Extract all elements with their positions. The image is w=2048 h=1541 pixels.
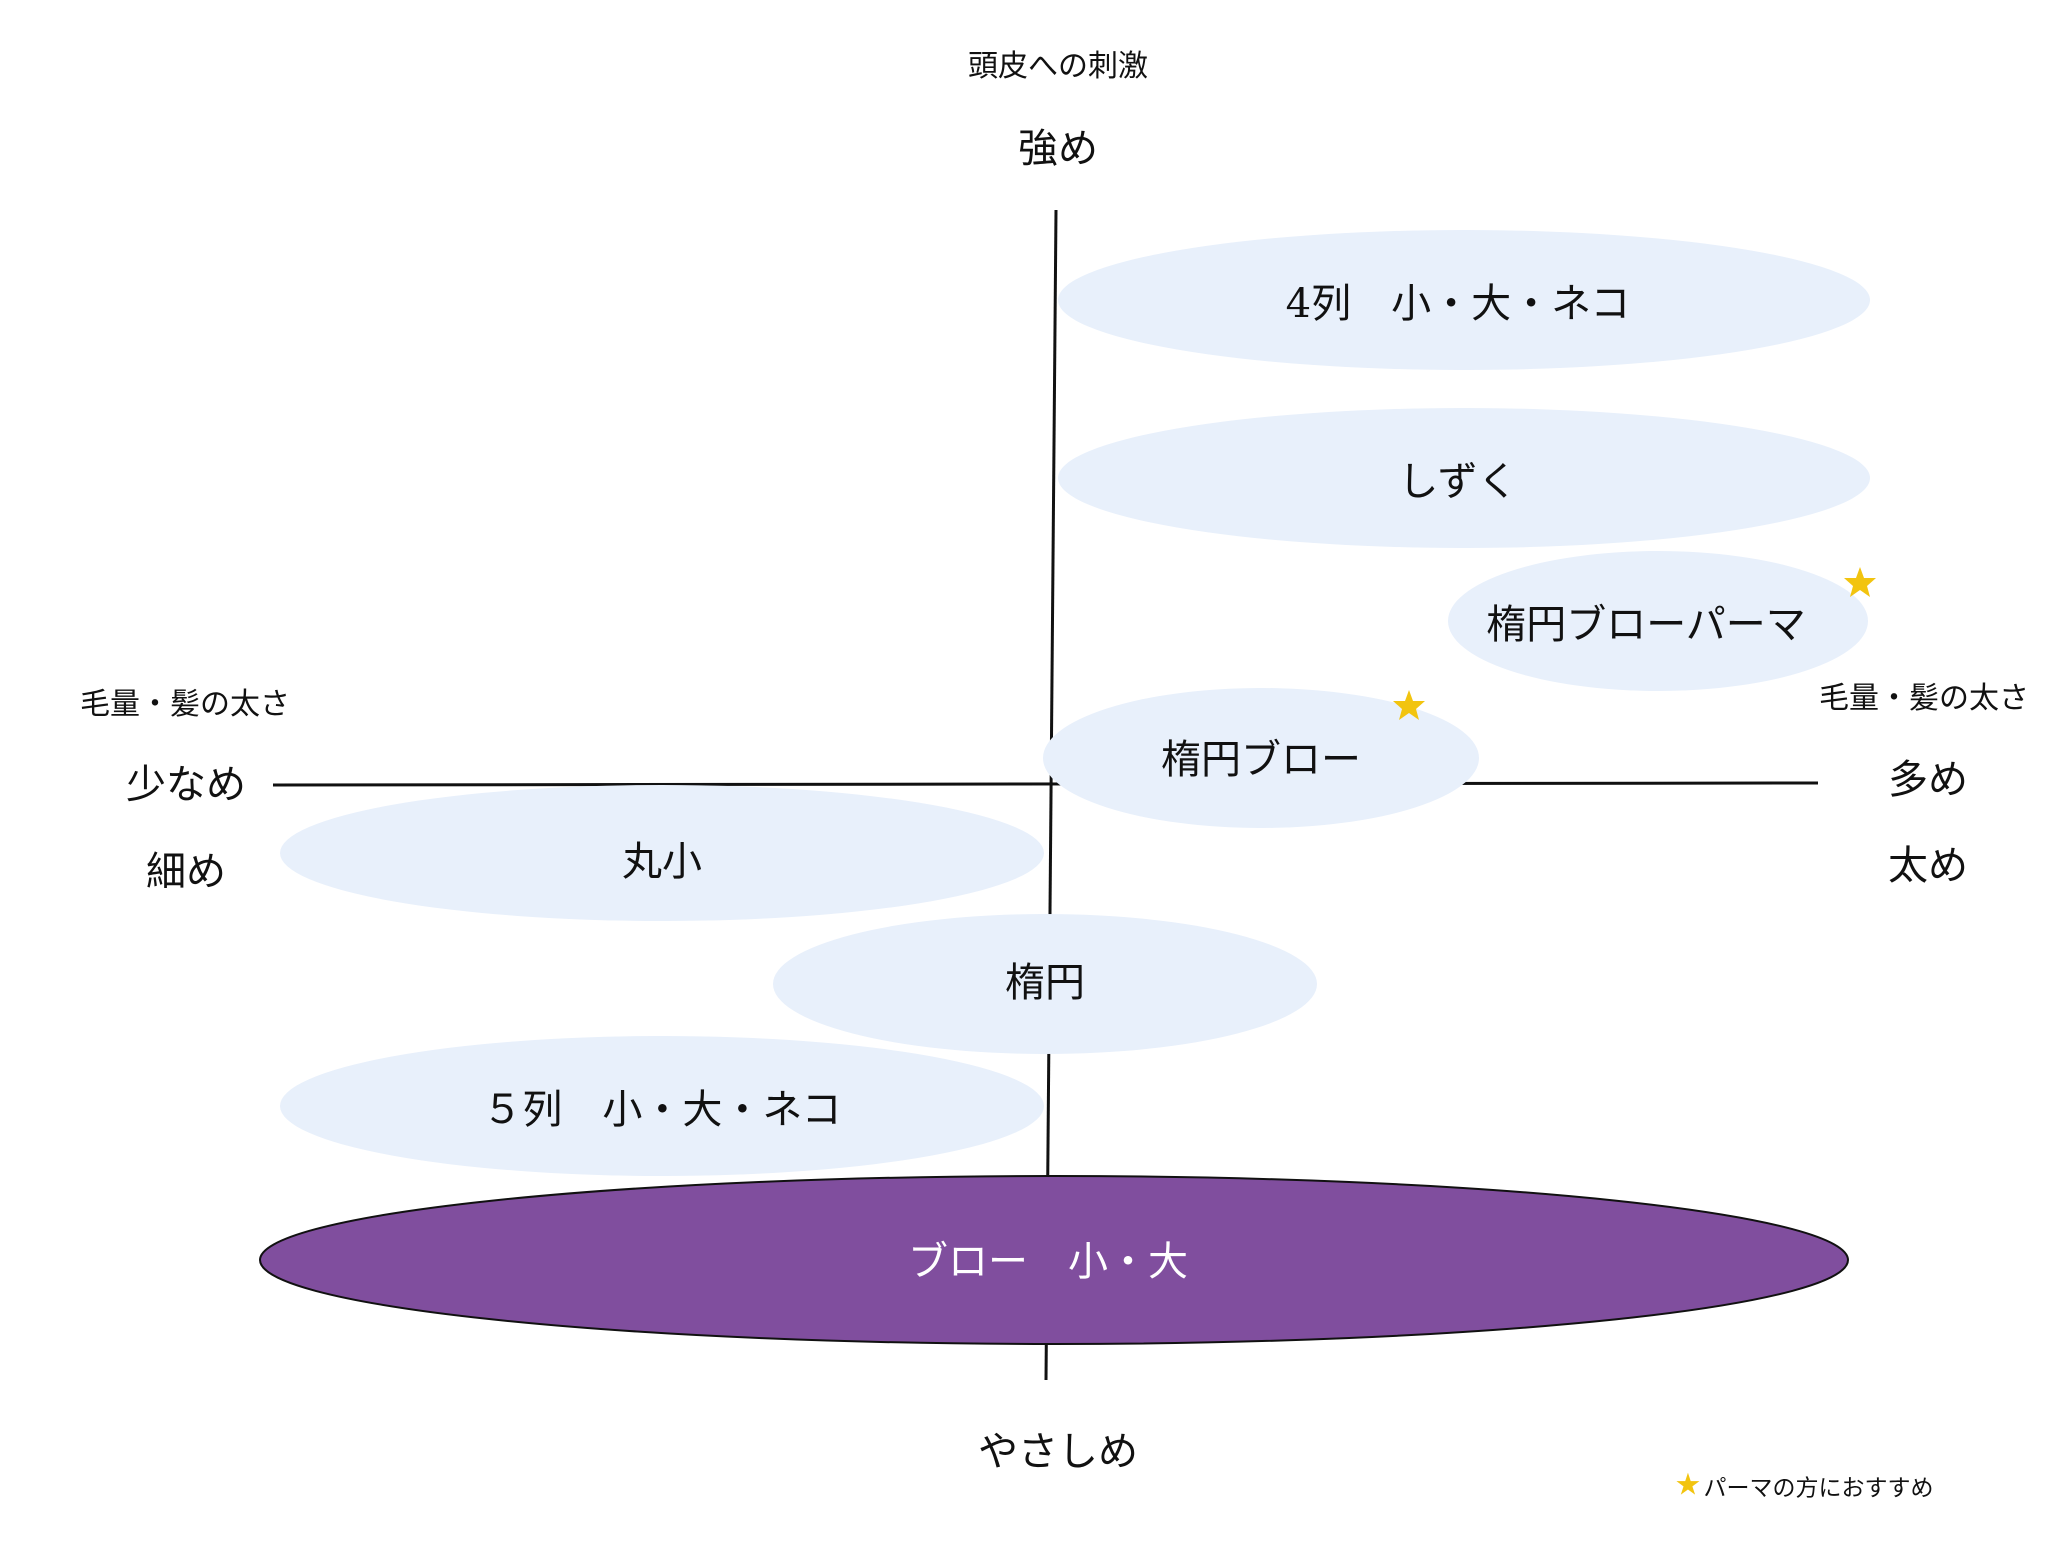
vertical-axis-bottom-label: やさしめ (978, 1429, 1138, 1475)
item-ellipse-4列 (1058, 230, 1870, 370)
vertical-axis-top-label: 強め (1018, 126, 1098, 172)
star-icon: ★ (1674, 1467, 1702, 1503)
item-label: 楕円ブローパーマ (1486, 602, 1806, 648)
item-label: ブロー 小・大 (908, 1239, 1188, 1285)
horizontal-axis-left-label-2: 細め (146, 849, 226, 895)
horizontal-axis-right-label-1: 多め (1888, 757, 1968, 803)
item-ellipse-楕円ブローパーマ (1448, 551, 1868, 691)
horizontal-axis-right-label-2: 太め (1888, 843, 1968, 889)
item-label: 楕円ブロー (1161, 737, 1361, 783)
horizontal-axis-left-title: 毛量・髪の太さ (80, 687, 290, 722)
item-ellipse-ブロー (259, 1175, 1849, 1345)
horizontal-axis-left-label-1: 少なめ (126, 762, 246, 808)
horizontal-axis-right-title: 毛量・髪の太さ (1819, 681, 2029, 716)
item-ellipse-5列 (280, 1036, 1044, 1176)
item-label: 4列 小・大・ネコ (1285, 281, 1631, 327)
legend: ★ パーマの方におすすめ (1675, 1468, 1934, 1503)
star-icon (1844, 567, 1876, 597)
item-ellipse-しずく (1058, 408, 1870, 548)
item-ellipse-丸小 (280, 785, 1044, 921)
item-label: しずく (1398, 459, 1518, 505)
horizontal-axis (272, 781, 1819, 787)
item-label: 楕円 (1005, 960, 1085, 1006)
item-ellipse-楕円ブロー (1043, 688, 1479, 828)
vertical-axis-title: 頭皮への刺激 (968, 49, 1148, 84)
item-label: ５列 小・大・ネコ (482, 1087, 842, 1133)
star-icon (1393, 690, 1425, 720)
item-ellipse-楕円 (773, 914, 1317, 1054)
item-label: 丸小 (622, 839, 702, 885)
legend-text: パーマの方におすすめ (1703, 1475, 1934, 1501)
